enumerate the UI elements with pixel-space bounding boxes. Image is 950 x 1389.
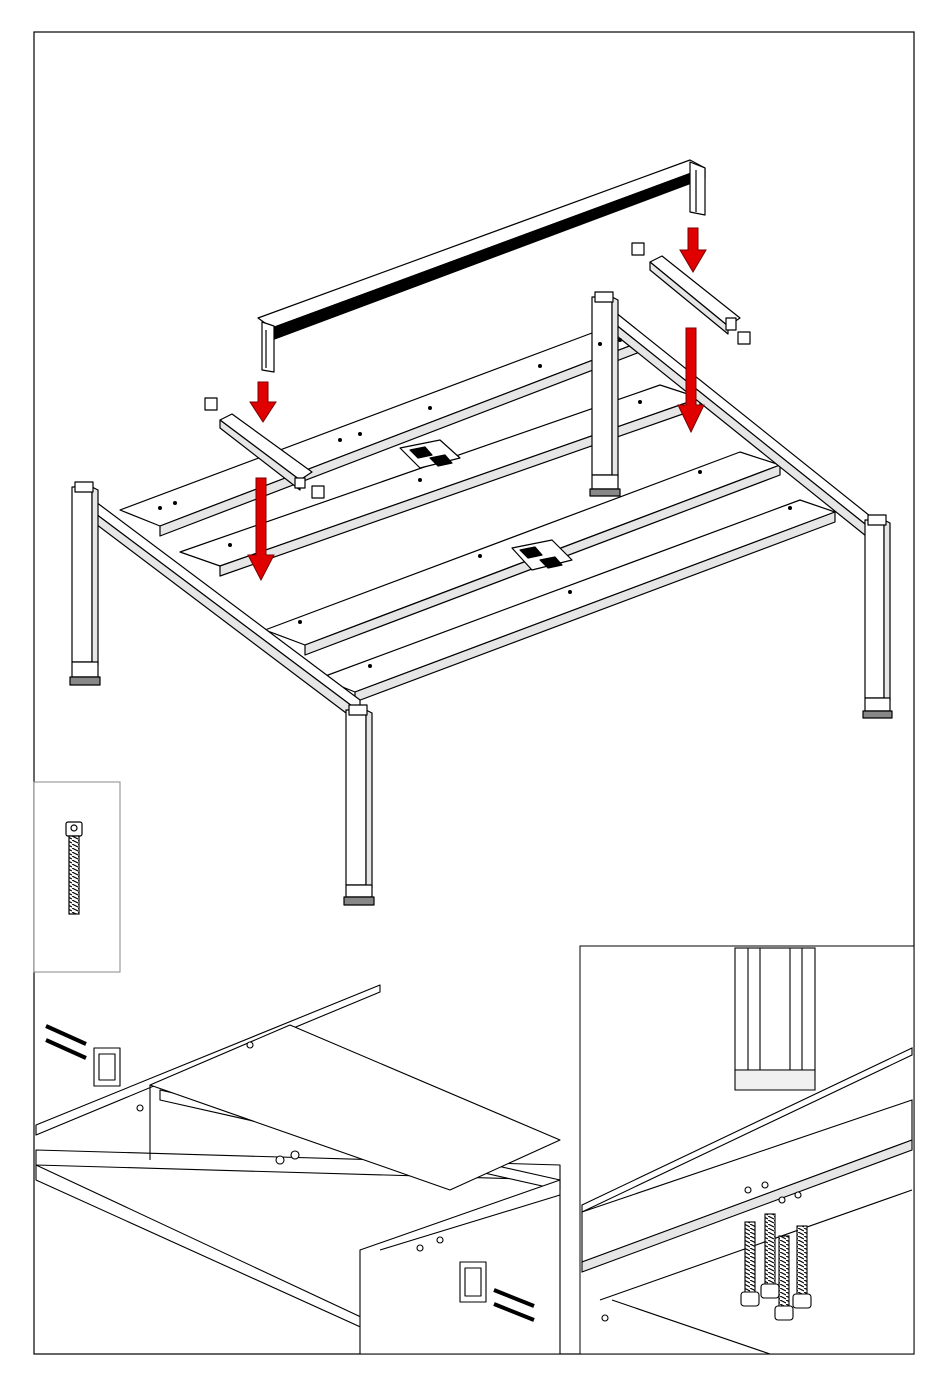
bracket-plate-detail-top (94, 1048, 120, 1086)
bolt-icon (66, 822, 82, 914)
bolt-callout-panel (34, 782, 120, 972)
bracket-plate-2 (312, 486, 324, 498)
leg-front-right (863, 515, 892, 718)
leg-front-center (344, 705, 374, 905)
rail-upright-profile (735, 948, 815, 1070)
detail-privacy-rail-fixing (580, 946, 914, 1354)
bracket-plate-3 (632, 243, 644, 255)
leg-front-left (70, 482, 100, 685)
bracket-plate-detail-bottom (460, 1262, 486, 1302)
bracket-plate-1 (205, 398, 217, 410)
bracket-plate-4 (738, 332, 750, 344)
leg-back-right (590, 292, 620, 496)
